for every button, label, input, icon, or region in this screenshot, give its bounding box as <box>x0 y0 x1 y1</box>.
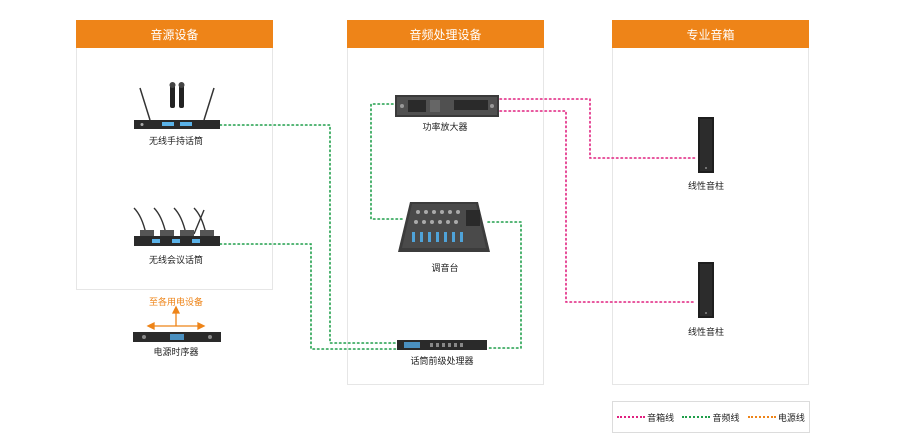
source-devices-title: 音源设备 <box>76 20 273 48</box>
audio-line-mixer-to-preprocessor <box>487 221 522 349</box>
power-arrow-right-head <box>197 321 206 331</box>
amplifier-label: 功率放大器 <box>422 123 468 133</box>
legend-audio-cable-label: 音频线 <box>712 413 740 424</box>
power-arrow-left-head <box>146 321 155 331</box>
wireless-conference-label: 无线会议话筒 <box>148 256 204 266</box>
mic-preprocessor-label: 话筒前级处理器 <box>410 357 474 367</box>
legend-audio-cable: 音频线 <box>682 411 740 424</box>
power-arrow-up-head <box>171 305 181 314</box>
legend-speaker-cable-label: 音箱线 <box>647 413 675 424</box>
wireless-conference-mic-icon <box>133 207 220 246</box>
amplifier-icon <box>395 95 499 117</box>
power-sequencer-label: 电源时序器 <box>153 348 199 358</box>
power-to-all-label: 至各用电设备 <box>148 298 204 308</box>
line-speaker-2-label: 线性音柱 <box>687 328 725 338</box>
processing-devices-panel: 音频处理设备 <box>347 20 544 385</box>
speaker-line-amp-to-speaker1 <box>499 98 697 159</box>
mic-preprocessor-icon <box>397 340 487 350</box>
power-sequencer-icon <box>133 332 221 342</box>
line-speaker-2-icon <box>698 262 714 318</box>
speaker-cable-swatch <box>617 416 646 418</box>
audio-line-mixer-to-amplifier <box>370 103 403 220</box>
mixer-label: 调音台 <box>431 264 459 274</box>
audio-line-conference-to-preprocessor <box>219 243 397 350</box>
audio-line-handheld-to-preprocessor <box>219 124 397 344</box>
wireless-handheld-label: 无线手持话筒 <box>148 137 204 147</box>
speakers-title: 专业音箱 <box>612 20 809 48</box>
speaker-line-amp-to-speaker2 <box>499 110 697 303</box>
legend: 音箱线 音频线 电源线 <box>612 401 810 433</box>
power-cable-swatch <box>747 416 776 418</box>
legend-power-cable-label: 电源线 <box>777 413 805 424</box>
line-speaker-1-icon <box>698 117 714 173</box>
speakers-panel: 专业音箱 <box>612 20 809 385</box>
legend-speaker-cable: 音箱线 <box>617 411 674 424</box>
line-speaker-1-label: 线性音柱 <box>687 182 725 192</box>
audio-cable-swatch <box>682 416 711 418</box>
mixer-icon <box>398 202 490 252</box>
processing-devices-title: 音频处理设备 <box>347 20 544 48</box>
legend-power-cable: 电源线 <box>747 411 805 424</box>
wireless-handheld-mic-icon <box>134 82 220 129</box>
